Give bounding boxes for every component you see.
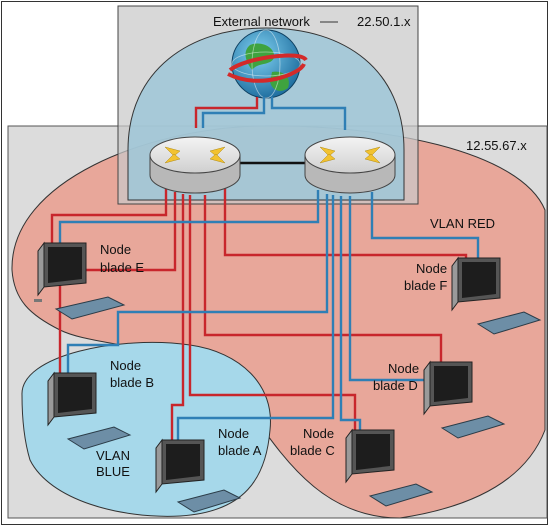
external-ip-label: 22.50.1.x (357, 14, 411, 29)
vlan-red-label: VLAN RED (430, 216, 495, 231)
node-d-label-line1: Node (388, 361, 419, 376)
internal-ip-label: 12.55.67.x (466, 138, 527, 153)
external-network-label: External network (213, 14, 310, 29)
node-blade-a-computer (155, 438, 242, 513)
vlan-blue-label-line1: VLAN (96, 448, 130, 463)
node-e-label-line2: blade E (100, 260, 144, 275)
blue-uplink-right (270, 97, 347, 130)
node-a-label-line2: blade A (218, 443, 262, 458)
node-b-label-line1: Node (110, 358, 141, 373)
node-blade-b-computer (47, 371, 132, 450)
globe-icon (227, 29, 308, 99)
router-right (304, 136, 396, 194)
node-c-label-line1: Node (303, 426, 334, 441)
node-d-label-line2: blade D (373, 378, 418, 393)
node-blade-f-computer (451, 256, 542, 335)
node-f-label-line2: blade F (404, 278, 447, 293)
node-blade-d-computer (423, 360, 506, 439)
node-a-label-line1: Node (218, 426, 249, 441)
router-left (149, 136, 241, 194)
node-e-label-line1: Node (100, 242, 131, 257)
node-b-label-line2: blade B (110, 375, 154, 390)
vlan-blue-label-line2: BLUE (96, 464, 130, 479)
blue-links (58, 190, 480, 440)
blue-uplink-left (201, 97, 266, 128)
node-blade-c-computer (345, 428, 434, 507)
node-blade-e-computer (34, 241, 126, 320)
node-f-label-line1: Node (416, 261, 447, 276)
red-uplink (194, 97, 259, 128)
node-c-label-line2: blade C (290, 443, 335, 458)
